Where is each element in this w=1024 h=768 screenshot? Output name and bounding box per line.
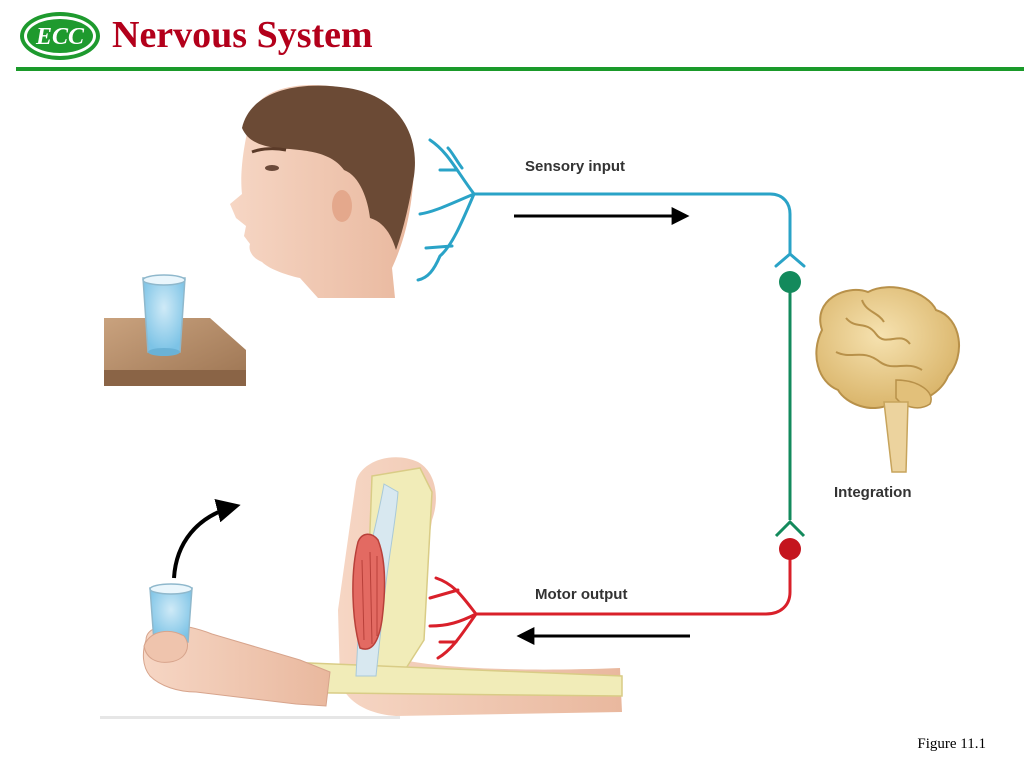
sensory-input-label: Sensory input xyxy=(525,158,626,175)
arm-holding-glass-illustration xyxy=(100,457,623,719)
logo-text: ECC xyxy=(35,24,85,50)
motor-nerve-pathway xyxy=(428,538,801,660)
sensory-nerve-pathway xyxy=(416,138,806,282)
glass-on-table-illustration xyxy=(104,274,246,386)
figure-caption: Figure 11.1 xyxy=(917,736,986,752)
human-head-illustration xyxy=(230,85,415,298)
integration-nerve-pathway xyxy=(774,271,806,538)
slide-header: ECC Nervous System xyxy=(0,0,1024,72)
motor-output-label: Motor output xyxy=(535,586,628,603)
slide-title: Nervous System xyxy=(112,14,373,56)
lift-motion-arrow xyxy=(172,499,241,579)
nervous-system-diagram: Sensory input Integration Motor output xyxy=(0,72,1024,732)
title-divider xyxy=(16,67,1024,71)
integration-label: Integration xyxy=(834,484,912,501)
ecc-logo: ECC xyxy=(20,12,100,60)
brain-illustration xyxy=(815,286,961,473)
